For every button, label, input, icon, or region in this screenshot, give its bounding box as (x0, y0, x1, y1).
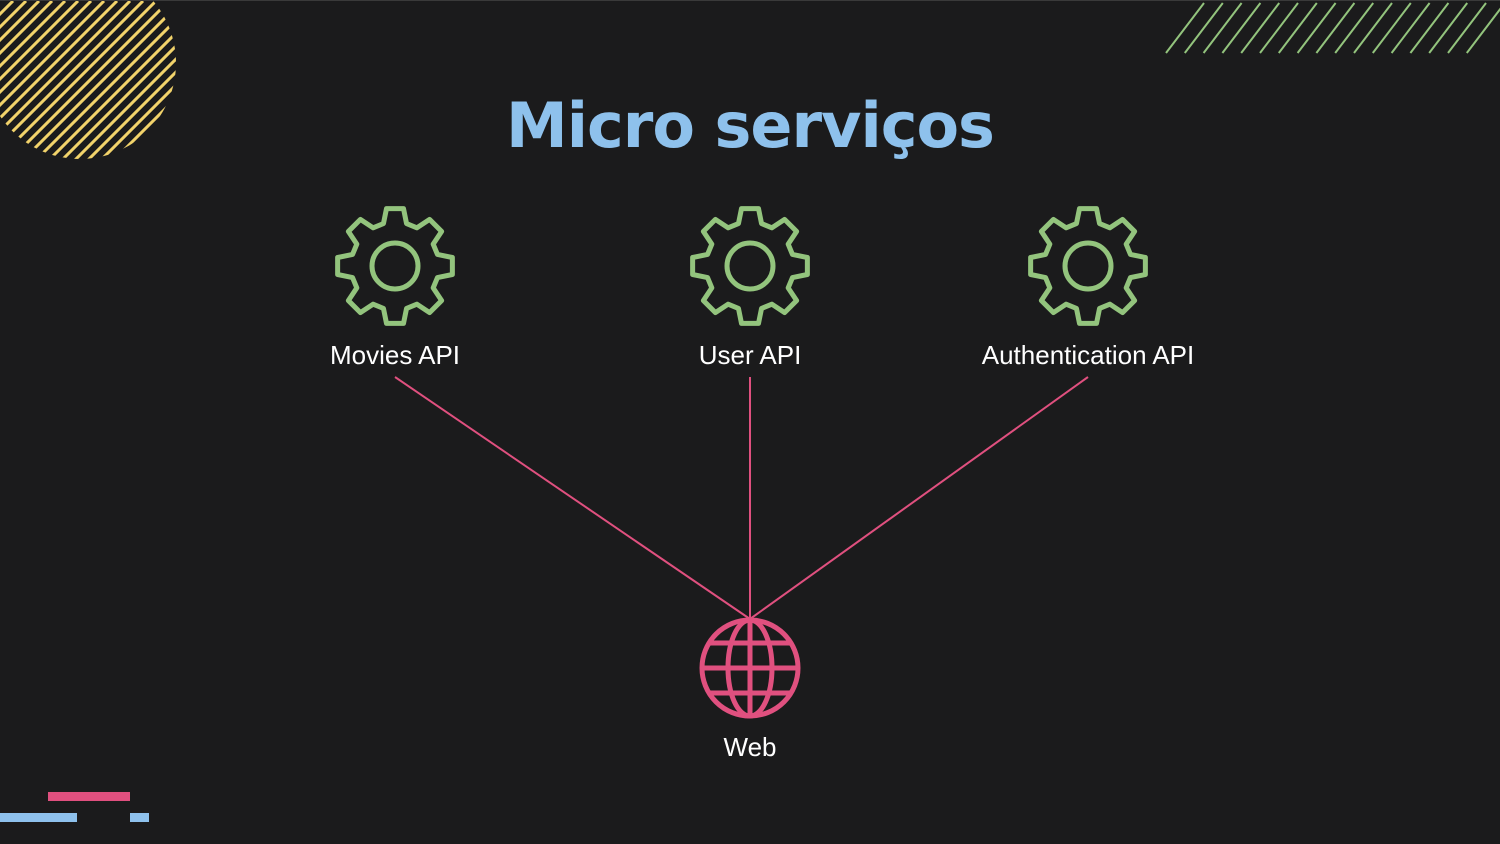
connectors (394, 376, 1089, 620)
decor-green-stripes (1165, 2, 1500, 54)
node-label-authentication-api: Authentication API (981, 340, 1195, 370)
gear-icon (690, 206, 810, 326)
globe-icon (699, 617, 801, 719)
node-label-user-api: User API (698, 340, 802, 370)
gear-icon (1028, 206, 1148, 326)
node-label-web: Web (723, 732, 777, 762)
decor-accent-bars (0, 792, 149, 822)
connector-auth-web (749, 376, 1089, 620)
connector-movies-web (394, 376, 751, 620)
slide-title: Micro serviços (506, 89, 995, 162)
gear-icon (335, 206, 455, 326)
node-label-movies-api: Movies API (329, 340, 461, 370)
decor-striped-circle (0, 1, 176, 159)
